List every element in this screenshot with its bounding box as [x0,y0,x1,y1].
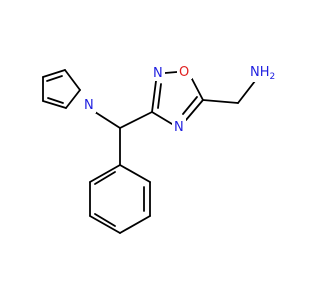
bond [237,80,256,104]
bond [191,78,204,101]
atom-n-oxadiazole-bottom: N [174,120,184,135]
bond [89,164,121,183]
bond [157,83,162,109]
bond [119,164,151,183]
bond [119,111,153,129]
bond [202,99,239,104]
oxadiazole-ring [151,71,204,125]
atom-nh2: NH2 [250,65,275,82]
atom-label-n-oxadiazole-top: N [151,65,165,81]
atom-n-oxadiazole-top: N [153,66,163,81]
molecule-structure: N N O N NH2 [42,62,282,234]
atom-label-o-oxadiazole: O [177,63,192,80]
bond [185,99,204,121]
bond [46,75,63,82]
atom-label-nh2: NH2 [248,62,282,82]
atom-label-n-oxadiazole-bottom: N [172,118,186,135]
bond [94,213,116,227]
bond [119,215,151,234]
bond [164,71,178,74]
bond [94,171,116,185]
bond [42,100,67,109]
bond [42,69,66,78]
bond [64,69,81,91]
pyrrole-ring [42,69,81,109]
atom-o-oxadiazole: O [179,65,189,80]
bond [47,97,64,104]
atom-n-pyrrole: N [84,98,94,113]
bond [182,96,198,115]
bond [151,80,157,113]
bond [151,111,173,125]
bond [89,215,121,234]
bond [65,89,81,109]
phenyl-ring [89,164,151,234]
bond [94,111,121,129]
atom-label-n-pyrrole: N [80,95,96,113]
